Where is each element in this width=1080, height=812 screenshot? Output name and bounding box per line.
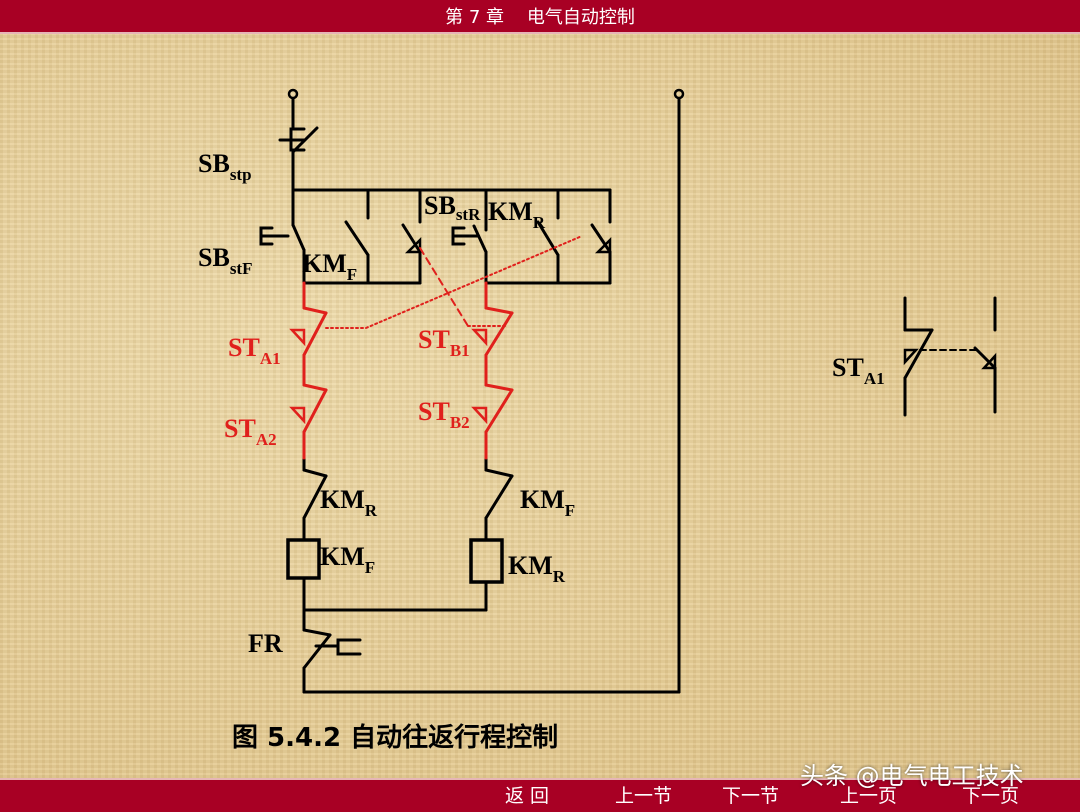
sb-str-switch [451,220,488,285]
label-st-a1: STA1 [228,333,281,368]
fr-overload-contact [302,608,362,694]
label-km-r-coil: KMR [508,551,566,586]
km-f-interlock-contact [484,456,514,542]
km-r-interlock-contact [302,456,328,542]
st-a1-switch [289,281,328,387]
label-fr: FR [248,629,283,658]
km-r-coil [469,538,504,584]
label-st-a2: STA2 [224,414,277,449]
label-st-b1: STB1 [418,325,470,360]
label-sb-str: SBstR [424,191,481,224]
st-a1-detail-symbol [903,296,997,417]
st-b1-contact-left [401,223,422,285]
st-b1-switch [471,281,514,387]
figure-caption: 图 5.4.2 自动往返行程控制 [232,722,558,753]
left-terminal [287,88,299,100]
next-page-button[interactable]: 下一页 [962,785,1020,807]
st-b2-switch [471,383,514,460]
label-sb-stf: SBstF [198,243,252,278]
label-km-f-contact: KMF [520,485,575,520]
label-km-f-top: KMF [302,249,357,284]
watermark: 头条 @电气电工技术 [800,762,1024,790]
label-st-a1-detail: STA1 [832,353,885,388]
sta1-mechanical-link [325,235,583,329]
label-km-f-coil: KMF [320,542,375,577]
label-km-r-top: KMR [488,197,546,232]
back-button[interactable]: 返 回 [505,785,550,807]
label-st-b2: STB2 [418,397,470,432]
km-r-holding-contact [536,220,560,285]
sb-mechanical-link [419,247,469,327]
footer-nav-bar: 返 回 上一节 下一节 上一页 下一页 [0,778,1080,812]
next-section-button[interactable]: 下一节 [722,785,780,807]
label-sb-stp: SBstp [198,149,252,184]
header-bar: 第 7 章 电气自动控制 [0,0,1080,34]
label-km-r-contact: KMR [320,485,378,520]
right-terminal [673,88,685,100]
sb-stp-switch [278,97,319,192]
km-f-coil [286,538,321,580]
st-a2-switch [289,383,328,460]
chapter-title: 第 7 章 电气自动控制 [445,7,635,28]
prev-section-button[interactable]: 上一节 [615,785,673,807]
st-a1-contact-right [590,223,612,285]
prev-page-button[interactable]: 上一页 [840,785,898,807]
km-f-holding-contact [344,220,370,285]
sb-stf-switch [259,188,306,285]
